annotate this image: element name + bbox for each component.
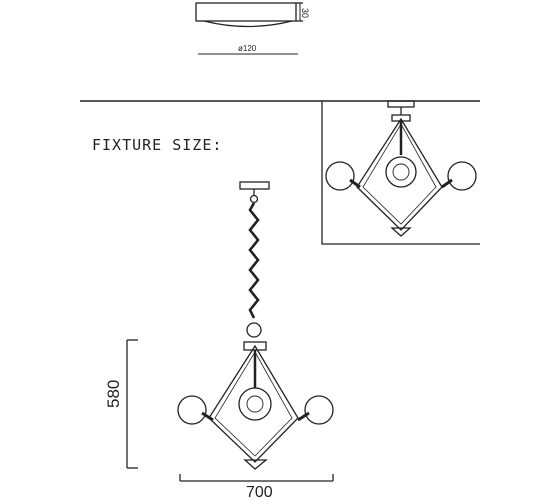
canopy-height-label: 30 — [300, 8, 310, 19]
height-dimension-label: 580 — [104, 379, 123, 408]
canopy-diameter-label: ø120 — [238, 44, 257, 53]
height-dimension — [126, 339, 138, 469]
ceiling-frame — [80, 100, 480, 245]
inset-fixture — [325, 100, 477, 237]
fixture-size-title: FIXTURE SIZE: — [92, 136, 223, 154]
canopy-view — [195, 2, 303, 55]
pendant-fixture — [177, 181, 334, 470]
width-dimension-label: 700 — [246, 484, 273, 501]
width-dimension — [179, 474, 334, 482]
